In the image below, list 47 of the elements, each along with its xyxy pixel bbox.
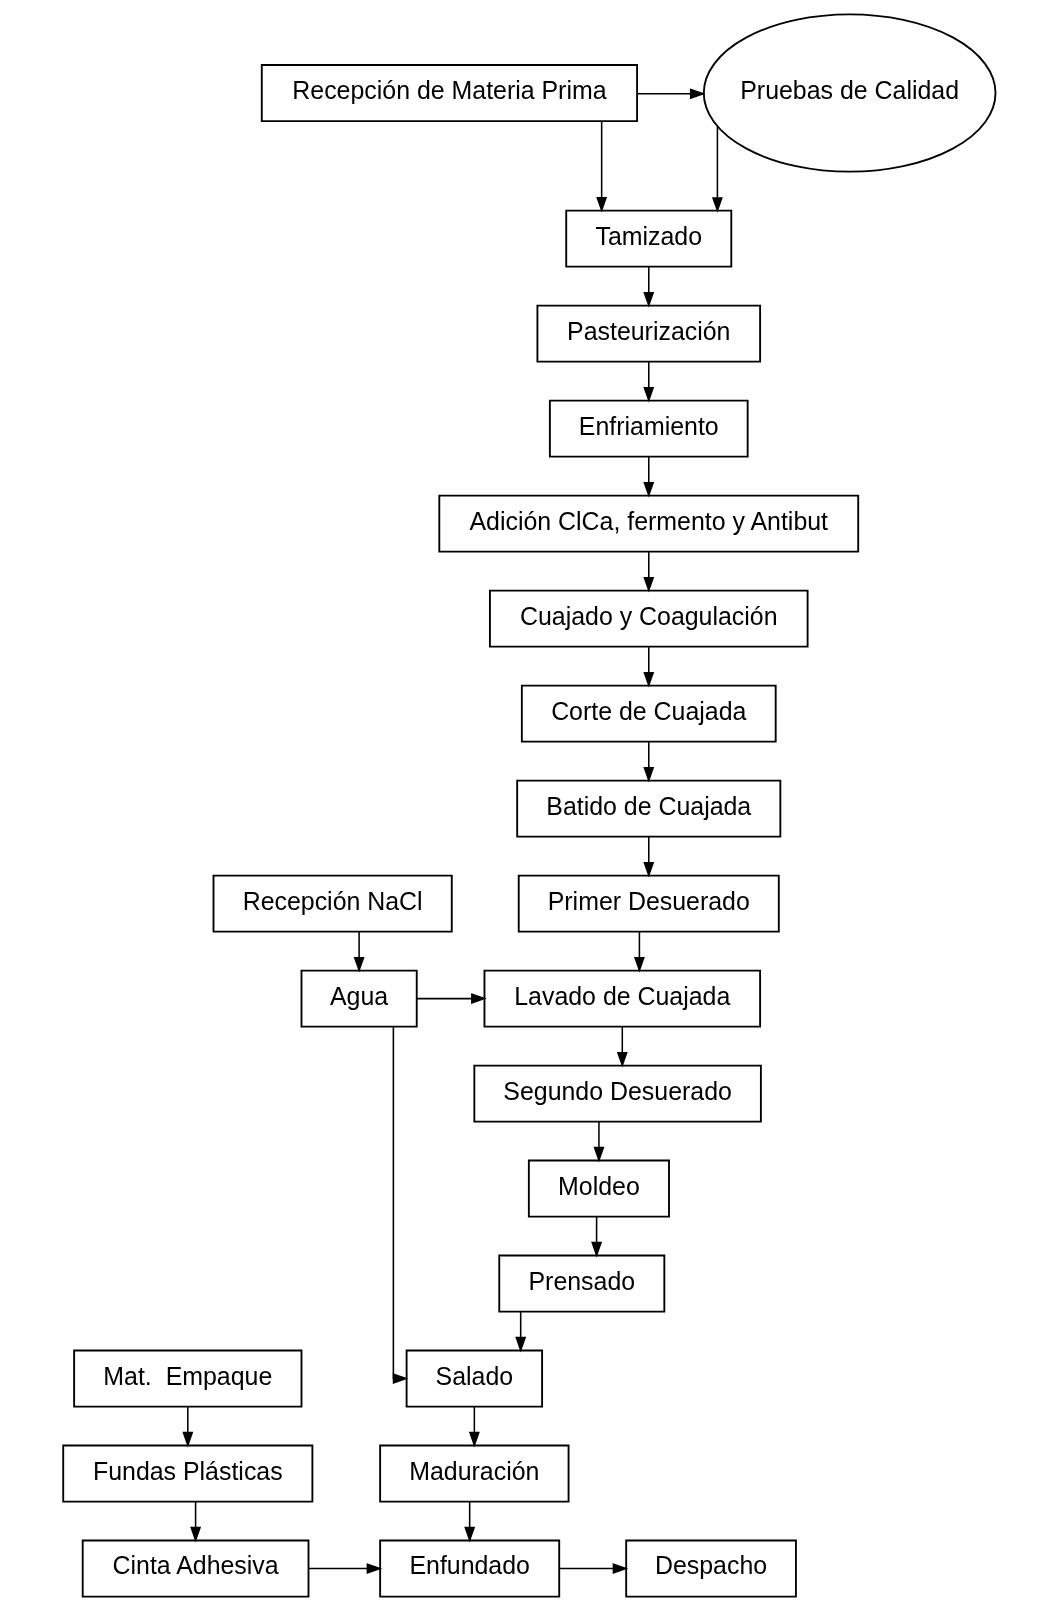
node-box: Fundas Plásticas — [61, 1444, 313, 1503]
arrow — [642, 646, 654, 688]
arrow — [642, 836, 654, 878]
arrow — [514, 1311, 526, 1353]
arrow — [642, 741, 654, 783]
arrow — [307, 1563, 382, 1574]
node-box: Pasteurización — [536, 304, 761, 363]
arrow — [468, 1406, 480, 1448]
arrow — [189, 1501, 201, 1543]
node-box: Enfundado — [378, 1539, 560, 1598]
node-box: Cuajado y Coagulación — [488, 589, 809, 648]
arrow — [590, 1216, 602, 1258]
node-box: Recepción NaCl — [212, 874, 453, 933]
node-box: Recepción de Materia Prima — [260, 64, 638, 122]
arrow — [635, 88, 706, 100]
arrow — [616, 1026, 628, 1068]
node-box: Maduración — [378, 1444, 569, 1503]
node-box: Enfriamiento — [548, 399, 749, 458]
node-box: Cinta Adhesiva — [81, 1539, 309, 1598]
node-box: Segundo Desuerado — [472, 1064, 762, 1123]
node-box: Corte de Cuajada — [520, 684, 777, 743]
node-box: Tamizado — [564, 209, 732, 268]
arrow — [592, 1121, 604, 1163]
arrow — [642, 551, 654, 593]
arrow — [642, 266, 654, 308]
node-box: Batido de Cuajada — [515, 779, 781, 838]
arrow — [415, 993, 487, 1005]
arrow — [353, 931, 365, 973]
arrow — [463, 1501, 475, 1543]
node-box: Salado — [405, 1349, 543, 1408]
node-box: Primer Desuerado — [517, 874, 780, 933]
node-box: Moldeo — [527, 1159, 670, 1218]
arrow — [558, 1563, 628, 1574]
arrow — [633, 931, 645, 973]
arrow — [392, 1026, 408, 1385]
arrow — [642, 361, 654, 403]
node-box: Adición ClCa, fermento y Antibut — [437, 494, 859, 553]
node-ellipse: Pruebas de Calidad — [702, 13, 996, 173]
node-box: Mat. Empaque — [72, 1349, 302, 1408]
node-box: Lavado de Cuajada — [483, 969, 761, 1028]
node-box: Despacho — [624, 1539, 797, 1598]
arrow — [711, 126, 723, 213]
arrow — [595, 120, 607, 213]
node-box: Prensado — [497, 1254, 665, 1313]
arrow — [642, 456, 654, 498]
arrow — [181, 1406, 193, 1448]
node-box: Agua — [300, 969, 418, 1028]
